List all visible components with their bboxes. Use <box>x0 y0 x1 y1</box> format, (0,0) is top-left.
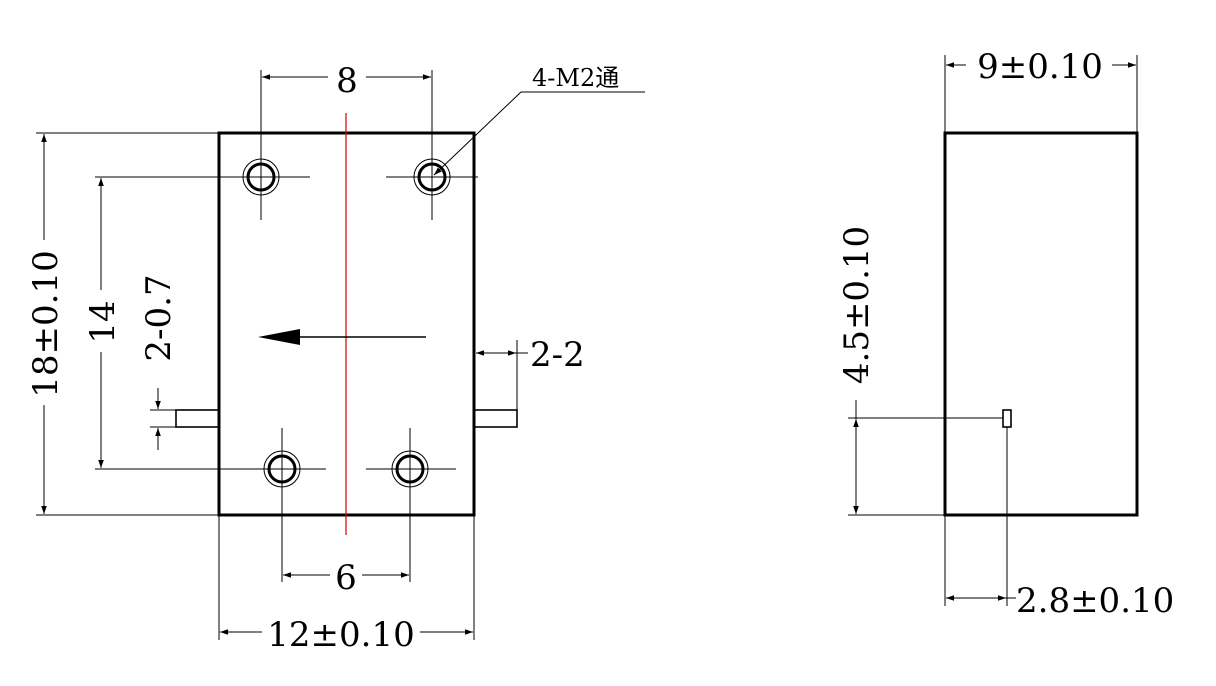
dim-thickness: 9±0.10 <box>944 47 1138 133</box>
hole-callout-label: 4-M2通 <box>532 64 619 92</box>
dim-pin-offset: 2.8±0.10 <box>944 427 1174 621</box>
dim-total-width-label: 12±0.10 <box>267 615 414 655</box>
hole-bottom-right <box>366 428 456 512</box>
dim-pin-height-label: 4.5±0.10 <box>837 226 877 384</box>
side-body-outline <box>943 131 1139 517</box>
dim-total-height-label: 18±0.10 <box>26 250 66 397</box>
dim-total-width: 12±0.10 <box>218 515 475 655</box>
dim-bottom-hole-spacing-label: 6 <box>335 558 357 598</box>
dim-thickness-label: 9±0.10 <box>977 47 1103 87</box>
left-pin <box>175 409 220 428</box>
dim-pin-offset-label: 2.8±0.10 <box>1016 581 1174 621</box>
side-pin <box>1002 409 1012 428</box>
dim-vertical-hole-spacing: 14 <box>83 176 290 470</box>
dim-pin-length: 2-2 <box>476 335 585 410</box>
dim-vertical-hole-spacing-label: 14 <box>83 300 123 343</box>
dim-top-hole-spacing: 8 <box>260 61 433 160</box>
dim-pin-height: 4.5±0.10 <box>837 226 1003 516</box>
hole-callout: 4-M2通 <box>433 64 645 176</box>
dim-pin-size-label: 2-0.7 <box>139 274 179 361</box>
dim-bottom-hole-spacing: 6 <box>281 488 411 598</box>
right-pin <box>473 409 518 428</box>
dim-pin-size: 2-0.7 <box>139 274 179 450</box>
dim-pin-length-label: 2-2 <box>530 335 585 375</box>
side-view: 9±0.10 4.5±0.10 2.8±0.10 <box>837 47 1174 621</box>
hole-bottom-left <box>236 428 326 512</box>
front-view: 8 4-M2通 18±0.10 14 <box>26 61 645 655</box>
dim-total-height: 18±0.10 <box>26 132 219 516</box>
dim-top-hole-spacing-label: 8 <box>336 61 358 101</box>
direction-arrow-head <box>258 329 300 345</box>
